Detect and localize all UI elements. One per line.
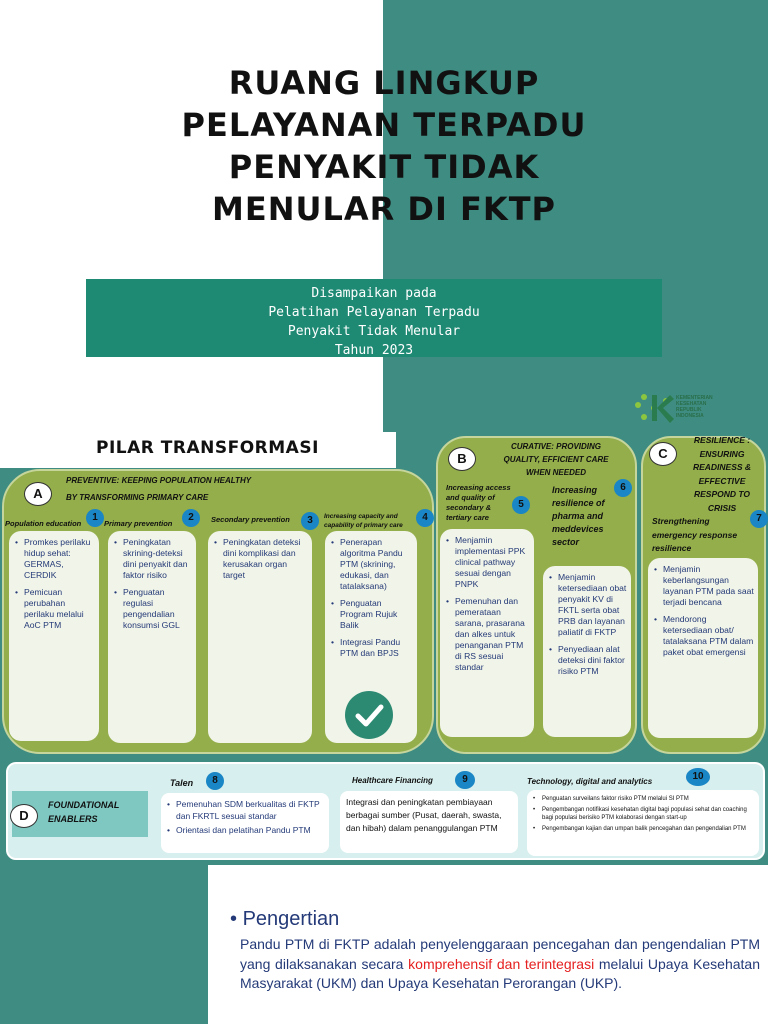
title-line: MENULAR DI FKTP [212, 190, 556, 228]
list-item: Menjamin ketersediaan obat penyakit KV d… [549, 572, 627, 638]
card-healthcare-financing: Integrasi dan peningkatan pembiayaan ber… [340, 791, 518, 853]
pillar-b-title: CURATIVE: PROVIDING QUALITY, EFFICIENT C… [503, 442, 609, 477]
number-badge-7: 7 [750, 510, 768, 528]
list-item: Promkes perilaku hidup sehat: GERMAS, CE… [15, 537, 95, 581]
number-badge-8: 8 [206, 772, 224, 790]
pengertian-body: Pandu PTM di FKTP adalah penyelenggaraan… [240, 936, 760, 991]
pilar-heading: PILAR TRANSFORMASI [0, 432, 396, 468]
sub-title-resilience-pharma: Increasing resilience of pharma and medd… [552, 485, 605, 547]
title-line: PELAYANAN TERPADU [181, 106, 587, 144]
number-badge-9: 9 [455, 771, 475, 789]
number-badge-2: 2 [182, 509, 200, 527]
sub-title-talent: Talen [170, 778, 194, 788]
card-emergency-response: Menjamin keberlangsungan layanan PTM pad… [648, 558, 758, 738]
subtitle-line: Tahun 2023 [334, 343, 414, 358]
pillar-a-title: PREVENTIVE: KEEPING POPULATION HEALTHY B… [66, 476, 252, 502]
kemenkes-logo-icon [635, 394, 674, 423]
list-item: Menjamin implementasi PPK clinical pathw… [446, 535, 530, 590]
page-title: RUANG LINGKUP PELAYANAN TERPADU PENYAKIT… [110, 62, 658, 230]
pengertian-heading: • Pengertian [230, 908, 340, 930]
number-badge-6: 6 [614, 479, 632, 497]
sub-title-population-education: Population education [5, 519, 82, 528]
teal-corner-panel [0, 865, 208, 1024]
sub-title-access-quality: Increasing access and quality of seconda… [446, 483, 511, 522]
list-item: Pengembangan kajian dan umpan balik penc… [533, 825, 753, 833]
sub-title-secondary-prevention: Secondary prevention [211, 515, 290, 524]
list-item: Penyediaan alat deteksi dini faktor risi… [549, 644, 627, 677]
sub-title-technology: Technology, digital and analytics [527, 777, 653, 786]
sub-title-healthcare-financing: Healthcare Financing [352, 776, 433, 785]
list-item: Penguatan surveilans faktor risiko PTM m… [533, 795, 753, 803]
number-badge-5: 5 [512, 496, 530, 514]
sub-title-emergency-response: Strengthening emergency response resilie… [652, 516, 738, 553]
subtitle-box: Disampaikan pada Pelatihan Pelayanan Ter… [86, 279, 662, 358]
list-item: Integrasi Pandu PTM dan BPJS [331, 637, 413, 659]
card-talent: Pemenuhan SDM berkualitas di FKTP dan FK… [161, 793, 329, 853]
subtitle-line: Disampaikan pada [311, 286, 437, 301]
card-primary-prevention: Peningkatan skrining-deteksi dini penyak… [108, 531, 196, 743]
subtitle-line: Penyakit Tidak Menular [287, 324, 461, 339]
pillar-a-badge: A [24, 482, 52, 506]
title-line: PENYAKIT TIDAK [228, 148, 540, 186]
number-badge-10: 10 [686, 768, 710, 786]
card-access-quality: Menjamin implementasi PPK clinical pathw… [440, 529, 534, 737]
card-population-education: Promkes perilaku hidup sehat: GERMAS, CE… [9, 531, 99, 741]
list-item: Mendorong ketersediaan obat/ tatalaksana… [654, 614, 754, 658]
card-secondary-prevention: Peningkatan deteksi dini komplikasi dan … [208, 531, 312, 743]
list-item: Penguatan Program Rujuk Balik [331, 598, 413, 631]
list-item: Pemicuan perubahan perilaku melalui AoC … [15, 587, 95, 631]
checkmark-icon [345, 691, 393, 739]
pillar-c-badge: C [649, 442, 677, 466]
list-item: Peningkatan skrining-deteksi dini penyak… [114, 537, 192, 581]
list-item: Penguatan regulasi pengendalian konsumsi… [114, 587, 192, 631]
card-technology: Penguatan surveilans faktor risiko PTM m… [527, 790, 759, 856]
title-line: RUANG LINGKUP [228, 64, 540, 102]
sub-title-increasing-capacity: Increasing capacity and capability of pr… [324, 513, 403, 529]
list-item: Pengembangan notifikasi kesehatan digita… [533, 806, 753, 822]
card-resilience-pharma: Menjamin ketersediaan obat penyakit KV d… [543, 566, 631, 737]
pillar-c-title: RESILIENCE : ENSURING READINESS & EFFECT… [692, 435, 752, 513]
logo-text: KEMENTERIAN KESEHATAN REPUBLIK INDONESIA [676, 395, 713, 419]
list-item: Peningkatan deteksi dini komplikasi dan … [214, 537, 308, 581]
list-item: Pemenuhan dan pemerataan sarana, prasara… [446, 596, 530, 673]
subtitle-line: Pelatihan Pelayanan Terpadu [268, 305, 480, 320]
number-badge-3: 3 [301, 512, 319, 530]
pillar-b-badge: B [448, 447, 476, 471]
number-badge-1: 1 [86, 509, 104, 527]
teal-background-panel [383, 0, 768, 432]
list-item: Penerapan algoritma Pandu PTM (skrining,… [331, 537, 413, 592]
highlight-text: komprehensif dan terintegrasi [408, 955, 595, 972]
list-item: Pemenuhan SDM berkualitas di FKTP dan FK… [167, 798, 323, 822]
list-item: Orientasi dan pelatihan Pandu PTM [167, 824, 323, 836]
number-badge-4: 4 [416, 509, 434, 527]
list-item: Menjamin keberlangsungan layanan PTM pad… [654, 564, 754, 608]
pillar-d-badge: D [10, 804, 38, 828]
sub-title-primary-prevention: Primary prevention [104, 519, 173, 528]
